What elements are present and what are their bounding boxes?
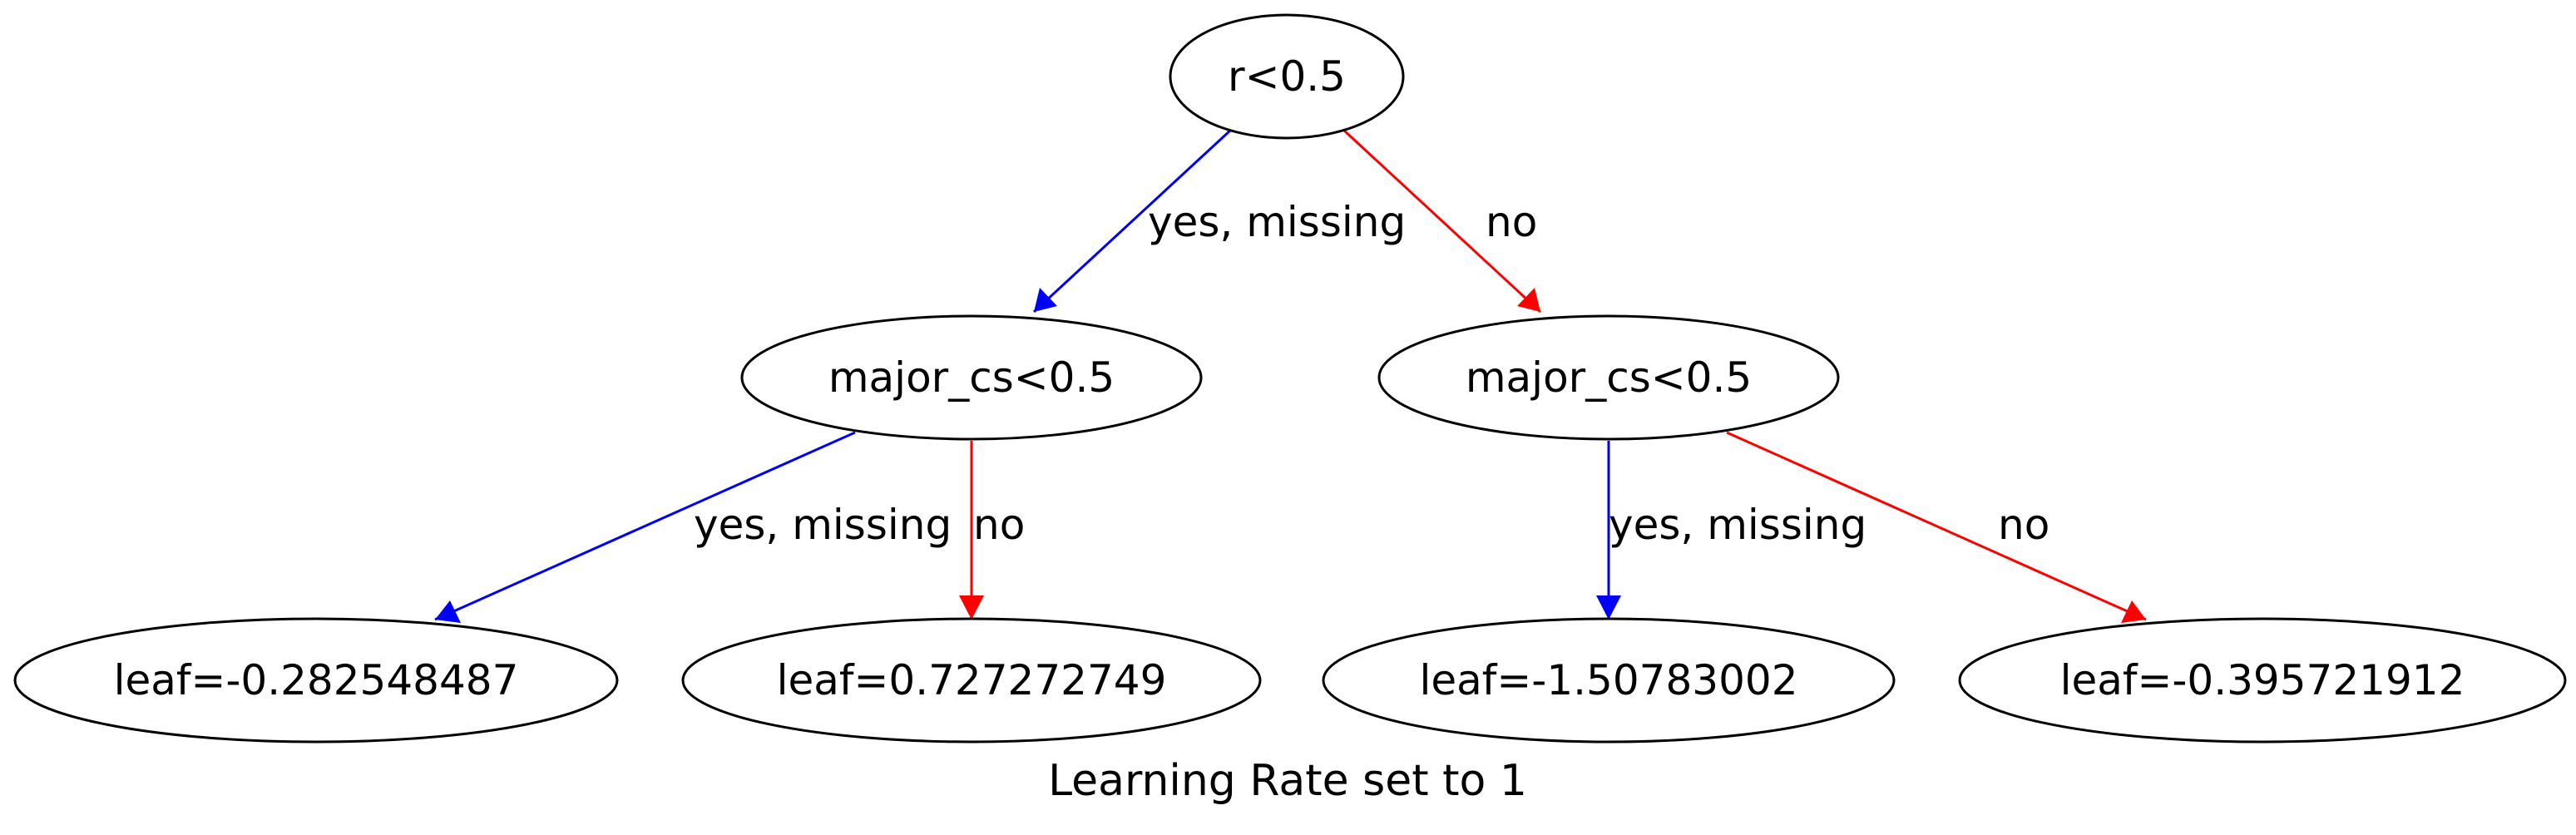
edge-root-right-arrowhead — [1517, 288, 1540, 312]
edges — [434, 128, 2147, 623]
node-right: major_cs<0.5 — [1377, 314, 1840, 441]
edge-left-leaf-ll — [434, 431, 856, 621]
edge-label-right-leaf-rl: yes, missing — [1609, 501, 1866, 549]
edge-right-leaf-rl-arrowhead — [1596, 595, 1621, 620]
node-left-label: major_cs<0.5 — [828, 353, 1115, 402]
node-right-label: major_cs<0.5 — [1466, 353, 1752, 402]
edge-label-left-leaf-lr: no — [973, 501, 1025, 549]
leaf-node-lr: leaf=0.727272749 — [681, 617, 1262, 744]
leaf-node-rl-shape — [1322, 617, 1896, 744]
edge-root-left-arrowhead — [1034, 288, 1057, 312]
leaf-node-lr-label: leaf=0.727272749 — [777, 656, 1167, 704]
edge-label-root-right: no — [1486, 198, 1537, 246]
node-left-shape — [740, 314, 1203, 441]
edge-labels: yes, missing no yes, missing no yes, mis… — [694, 198, 2049, 549]
node-right-shape — [1377, 314, 1840, 441]
node-left: major_cs<0.5 — [740, 314, 1203, 441]
edge-left-leaf-ll-arrowhead — [435, 600, 461, 623]
node-root: r<0.5 — [1169, 13, 1405, 140]
leaf-node-ll-shape — [13, 617, 619, 744]
leaf-node-rl: leaf=-1.50783002 — [1322, 617, 1896, 744]
leaf-node-ll: leaf=-0.282548487 — [13, 617, 619, 744]
leaf-node-rr-label: leaf=-0.395721912 — [2060, 656, 2465, 704]
leaf-node-rr-shape — [1958, 617, 2567, 744]
node-root-label: r<0.5 — [1228, 52, 1346, 101]
leaf-node-rl-label: leaf=-1.50783002 — [1419, 656, 1797, 704]
edge-right-leaf-rr — [1726, 431, 2147, 621]
edge-root-right — [1342, 128, 1542, 314]
edge-root-left — [1032, 128, 1233, 314]
leaf-node-ll-label: leaf=-0.282548487 — [114, 656, 519, 704]
edge-left-leaf-lr-arrowhead — [959, 595, 984, 620]
diagram-caption: Learning Rate set to 1 — [1048, 756, 1527, 806]
edge-label-left-leaf-ll: yes, missing — [694, 501, 952, 549]
node-root-shape — [1169, 13, 1405, 140]
leaf-node-rr: leaf=-0.395721912 — [1958, 617, 2567, 744]
edge-label-root-left: yes, missing — [1148, 198, 1406, 246]
edge-right-leaf-rr-arrowhead — [2121, 600, 2146, 623]
edge-label-right-leaf-rr: no — [1998, 501, 2049, 549]
leaf-node-lr-shape — [681, 617, 1262, 744]
